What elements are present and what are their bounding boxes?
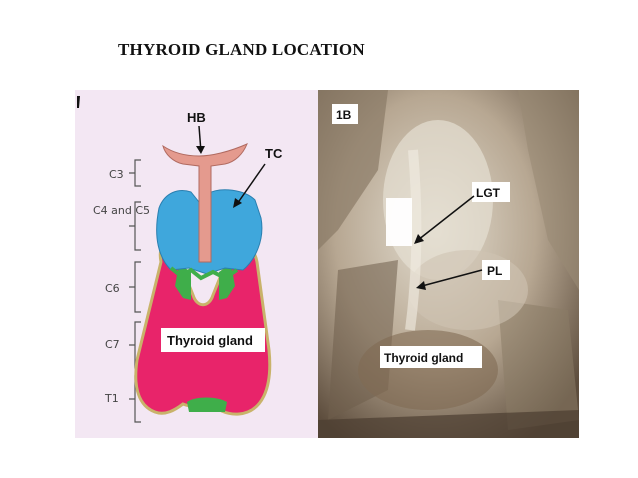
gland-label-box-a [161, 328, 265, 352]
label-lgt: LGT [476, 186, 501, 200]
pl-arrow-head [416, 281, 426, 290]
vertebra-label-c7: C7 [105, 338, 120, 351]
vertebra-label-c6: C6 [105, 282, 120, 295]
illustration-panel: C3 C4 and C5 C6 C7 T1 HB TC Thyroid glan… [75, 90, 318, 438]
thyroid-illustration: C3 C4 and C5 C6 C7 T1 HB TC Thyroid glan… [77, 96, 283, 423]
photo-tag: 1B [336, 108, 352, 122]
lgt-arrow [417, 195, 475, 241]
label-hb: HB [187, 110, 206, 125]
tc-arrow [236, 163, 266, 205]
vertebra-label-t1: T1 [104, 392, 119, 405]
pl-label-box [482, 260, 510, 280]
lower-band [187, 397, 227, 412]
label-tc: TC [265, 146, 283, 161]
dissection-photo: 1B LGT PL Thyroid gland [318, 90, 579, 438]
photo-tag-box [332, 104, 358, 124]
dissection-photo-panel: 1B LGT PL Thyroid gland [318, 90, 579, 438]
corner-mark [77, 96, 80, 108]
label-pl: PL [487, 264, 502, 278]
label-thyroid-gland-b: Thyroid gland [384, 351, 463, 365]
tc-arrow-head [233, 198, 242, 208]
hyoid-bone-shape [162, 143, 248, 263]
gland-label-box-b [380, 346, 482, 368]
vertebra-brackets [129, 159, 141, 423]
cartilage-lower-edge [169, 266, 239, 281]
vertebra-label-c3: C3 [109, 168, 124, 181]
pl-arrow [421, 269, 483, 287]
lgt-arrow-head [414, 234, 424, 244]
label-thyroid-gland-a: Thyroid gland [167, 333, 253, 348]
vertebra-label-c4-c5: C4 and C5 [93, 204, 150, 217]
lgt-label-box [472, 182, 510, 202]
slide-title: THYROID GLAND LOCATION [118, 40, 365, 59]
hb-arrow-head [196, 146, 205, 154]
